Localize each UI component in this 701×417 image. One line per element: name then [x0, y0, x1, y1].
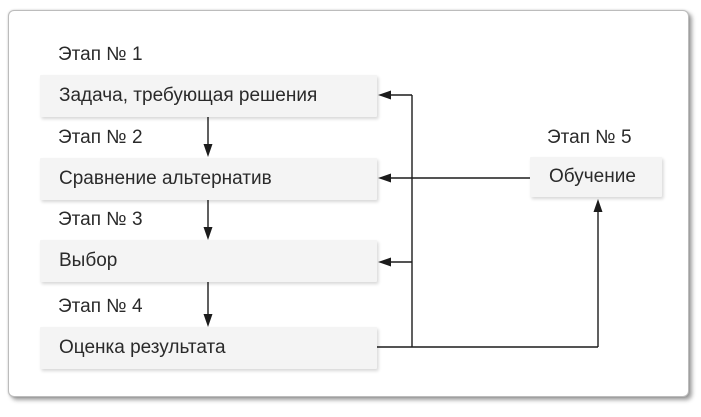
- stage-2-box: Сравнение альтернатив: [40, 158, 377, 200]
- stage-3-box: Выбор: [40, 240, 377, 282]
- stage-5-box: Обучение: [530, 157, 662, 197]
- stage-2-label: Этап № 2: [58, 127, 143, 148]
- stage-4-label: Этап № 4: [58, 296, 143, 317]
- stage-5-label: Этап № 5: [547, 127, 632, 148]
- stage-1-label: Этап № 1: [58, 44, 143, 65]
- stage-3-label: Этап № 3: [58, 209, 143, 230]
- stage-1-box: Задача, требующая решения: [40, 75, 377, 117]
- stage-4-box: Оценка результата: [40, 327, 377, 369]
